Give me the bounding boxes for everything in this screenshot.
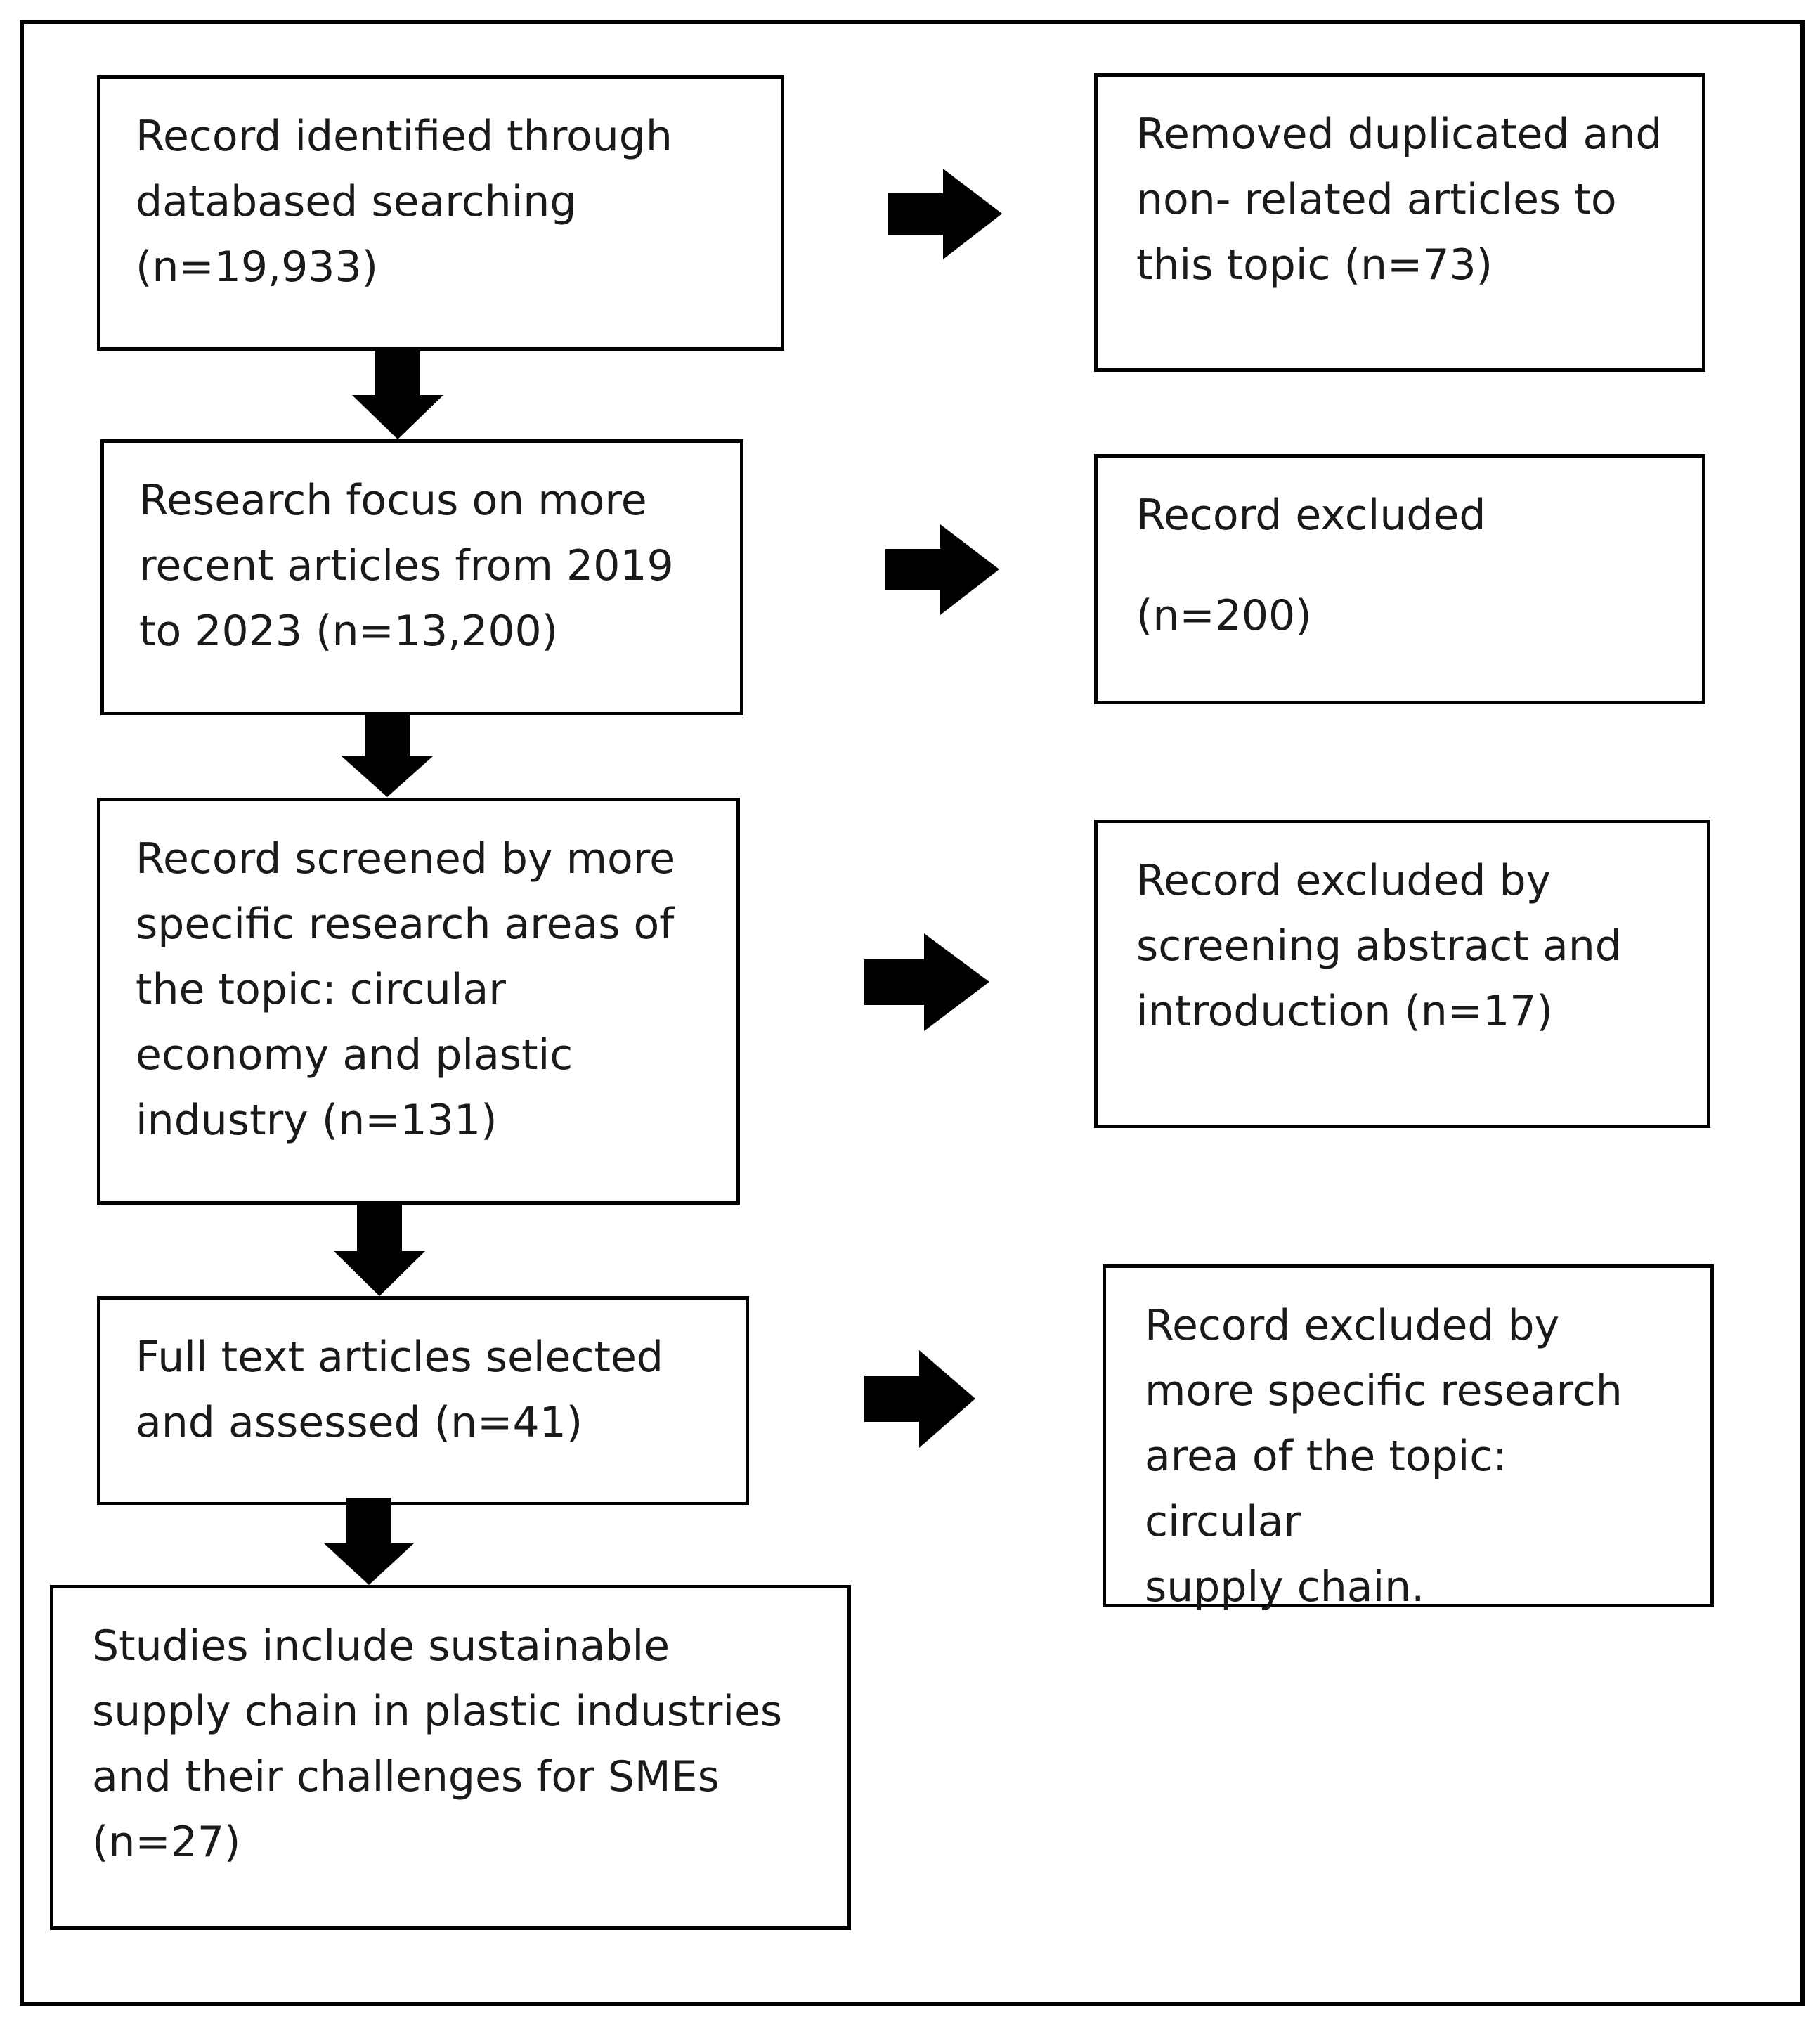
box-line: Removed duplicated and	[1136, 110, 1663, 159]
box-line: and assessed (n=41)	[136, 1398, 583, 1447]
box-line: recent articles from 2019	[139, 541, 674, 590]
excluded-by-abstract-box: Record excluded by screening abstract an…	[1094, 820, 1710, 1128]
right-arrow-icon	[864, 931, 991, 1033]
identified-records-box: Record identified through databased sear…	[97, 75, 784, 351]
box-line: the topic: circular	[136, 965, 506, 1014]
box-line: introduction (n=17)	[1136, 987, 1553, 1036]
down-arrow-icon	[338, 714, 436, 798]
included-studies-box: Studies include sustainable supply chain…	[50, 1585, 851, 1930]
box-line: (n=27)	[92, 1818, 241, 1867]
down-arrow-icon	[349, 349, 447, 441]
box-line: Record identified through	[136, 112, 672, 161]
box-line: economy and plastic	[136, 1030, 573, 1080]
box-line: Record excluded	[1136, 491, 1486, 540]
box-line: specific research areas of	[136, 900, 675, 949]
diagram-frame	[20, 20, 1805, 2006]
box-line: this topic (n=73)	[1136, 240, 1493, 290]
right-arrow-icon	[888, 167, 1003, 261]
screened-records-box: Record screened by more specific researc…	[97, 798, 740, 1205]
box-line: supply chain.	[1145, 1562, 1425, 1612]
box-line: non- related articles to	[1136, 175, 1617, 224]
box-line: area of the topic: circular	[1145, 1432, 1507, 1546]
box-line: Full text articles selected	[136, 1333, 663, 1382]
box-line: screening abstract and	[1136, 921, 1622, 971]
box-line: databased searching	[136, 177, 577, 226]
removed-duplicates-box: Removed duplicated and non- related arti…	[1094, 73, 1705, 372]
box-line: (n=200)	[1136, 591, 1312, 640]
box-line: Studies include sustainable	[92, 1621, 670, 1671]
excluded-records-box: Record excluded (n=200)	[1094, 454, 1705, 704]
box-line: Record screened by more	[136, 834, 675, 883]
recent-articles-box: Research focus on more recent articles f…	[100, 439, 743, 715]
right-arrow-icon	[864, 1348, 977, 1450]
box-line: to 2023 (n=13,200)	[139, 607, 559, 656]
box-line: Record excluded by	[1145, 1301, 1560, 1350]
right-arrow-icon	[885, 522, 1001, 617]
box-line: supply chain in plastic industries	[92, 1687, 783, 1736]
box-line: Research focus on more	[139, 476, 647, 525]
excluded-by-research-area-box: Record excluded by more specific researc…	[1103, 1264, 1714, 1612]
down-arrow-icon	[320, 1498, 418, 1586]
box-line: industry (n=131)	[136, 1096, 498, 1145]
box-line: and their challenges for SMEs	[92, 1752, 720, 1801]
box-line: more specific research	[1145, 1366, 1623, 1416]
down-arrow-icon	[330, 1203, 429, 1297]
box-line: (n=19,933)	[136, 242, 379, 292]
box-line: Record excluded by	[1136, 856, 1552, 905]
full-text-assessed-box: Full text articles selected and assessed…	[97, 1296, 749, 1505]
